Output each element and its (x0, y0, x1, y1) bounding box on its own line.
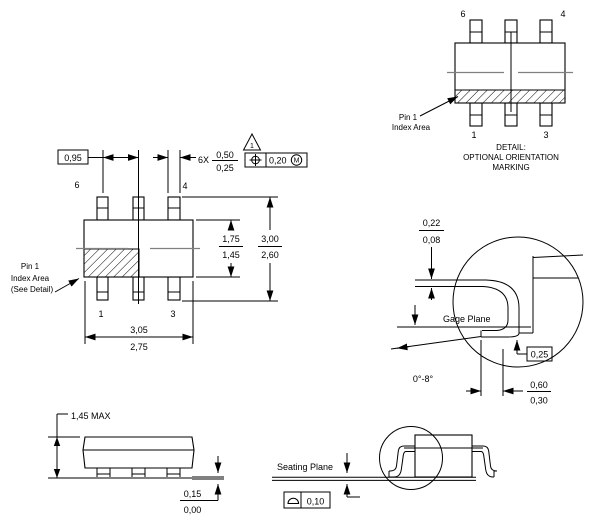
foot-length-dimension: 0,60 0,30 (466, 340, 551, 406)
seating-view-detail-circle (379, 426, 443, 490)
front-pin1-callout-line1: Pin 1 (21, 262, 40, 271)
front-pin-3-label: 3 (170, 309, 175, 319)
overall-width-max: 3,00 (261, 234, 279, 244)
body-length-max: 3,05 (130, 325, 148, 335)
flag-note-number: 1 (250, 143, 254, 150)
gage-offset-dimension: 0,25 (513, 340, 553, 362)
standoff-max: 0,15 (184, 489, 202, 499)
side-view-seating-plane-thick (192, 476, 224, 480)
detail-pin-3-label: 3 (543, 130, 548, 140)
front-overall-width-dimension: 3,00 2,60 (182, 196, 282, 302)
flag-note-triangle: 1 (242, 132, 262, 151)
detail-orientation-view: 6 4 1 3 Pin 1 Index Area DETAIL: OPTIONA… (392, 9, 573, 172)
flatness-tolerance-frame: 0,10 (283, 491, 331, 509)
detail-pin-1-label: 1 (471, 130, 476, 140)
lead-detail-lead-profile (415, 279, 520, 338)
lead-thickness-dimension: 0,22 0,08 (419, 218, 444, 300)
body-width-min: 1,45 (222, 250, 240, 260)
mmc-modifier-letter: M (294, 158, 300, 165)
front-pin-1-label: 1 (98, 309, 103, 319)
detail-pin1-callout-line1: Pin 1 (399, 113, 418, 122)
foot-length-min: 0,30 (530, 396, 548, 406)
gage-offset-value: 0,25 (531, 350, 549, 360)
gage-plane-group: Gage Plane (397, 305, 531, 328)
lead-detail-view: 0,22 0,08 Gage Plane 0°-8° 0,25 (390, 218, 584, 406)
foot-angle-dimension: 0°-8° (390, 336, 482, 384)
detail-pin1-callout-line2: Index Area (392, 123, 431, 132)
true-position-icon (249, 154, 262, 166)
seating-plane-arrows (343, 453, 360, 498)
body-length-min: 2,75 (130, 342, 148, 352)
height-dimension: 1,45 MAX (48, 411, 111, 478)
detail-top-pins (469, 19, 553, 44)
lead-detail-body-edges (519, 254, 584, 334)
gage-plane-label: Gage Plane (443, 314, 491, 324)
foot-angle-value: 0°-8° (413, 374, 434, 384)
lead-count-label: 6X (198, 155, 209, 165)
front-body-width-dimension: 1,75 1,45 (196, 219, 243, 278)
front-pin1-callout-line3: (See Detail) (11, 285, 54, 294)
side-view-body (82, 436, 195, 469)
pitch-dim-value: 0,95 (64, 153, 82, 163)
detail-pin-4-label: 4 (560, 9, 565, 19)
seating-plane-lines (272, 476, 476, 481)
front-pin1-callout-line2: Index Area (11, 274, 50, 283)
detail-caption-line2: OPTIONAL ORIENTATION (463, 153, 559, 162)
standoff-min: 0,00 (184, 505, 202, 515)
lead-thickness-min: 0,08 (423, 235, 441, 245)
lead-detail-circle (452, 236, 584, 368)
front-pin-6-label: 6 (74, 180, 79, 190)
front-pitch-dimension: 0,95 (57, 149, 139, 193)
seating-view-body (414, 434, 473, 478)
detail-pin1-index-hatch (454, 89, 566, 104)
front-lead-width-dimension: 6X 0,50 0,25 (153, 150, 238, 193)
overall-width-min: 2,60 (261, 250, 279, 260)
detail-pin-6-label: 6 (460, 9, 465, 19)
standoff-dimension: 0,15 0,00 (180, 456, 222, 515)
front-view: 0,95 6X 0,50 0,25 1 (11, 132, 308, 352)
side-view: 1,45 MAX 0,15 0,00 (48, 411, 224, 515)
front-pin-4-label: 4 (182, 181, 187, 191)
detail-pin1-index-callout: Pin 1 Index Area (392, 96, 459, 132)
position-tolerance-value: 0,20 (269, 156, 287, 166)
flatness-tolerance-value: 0,10 (307, 497, 325, 507)
height-max-value: 1,45 MAX (71, 411, 111, 421)
front-pin1-index-callout: Pin 1 Index Area (See Detail) (11, 262, 80, 294)
side-view-leads (96, 468, 181, 477)
lead-thickness-max: 0,22 (423, 218, 441, 228)
front-body-length-dimension: 3,05 2,75 (84, 281, 194, 352)
seating-view-right-lead (472, 445, 498, 478)
front-pin1-index-hatch (83, 248, 140, 278)
foot-length-max: 0,60 (530, 380, 548, 390)
seating-view-left-lead (388, 445, 415, 478)
lead-width-min: 0,25 (216, 163, 234, 173)
profile-of-surface-icon (287, 497, 300, 504)
seating-plane-view: Seating Plane 0,10 (272, 426, 498, 509)
mmc-modifier-icon: M (290, 154, 303, 166)
body-width-max: 1,75 (222, 234, 240, 244)
lead-width-max: 0,50 (216, 150, 234, 160)
detail-caption: DETAIL: OPTIONAL ORIENTATION MARKING (463, 143, 559, 172)
seating-view-package (379, 426, 498, 490)
detail-caption-line1: DETAIL: (496, 143, 526, 152)
detail-caption-line3: MARKING (492, 163, 529, 172)
seating-plane-label: Seating Plane (277, 462, 333, 472)
position-tolerance-frame: 0,20 M (244, 152, 308, 168)
